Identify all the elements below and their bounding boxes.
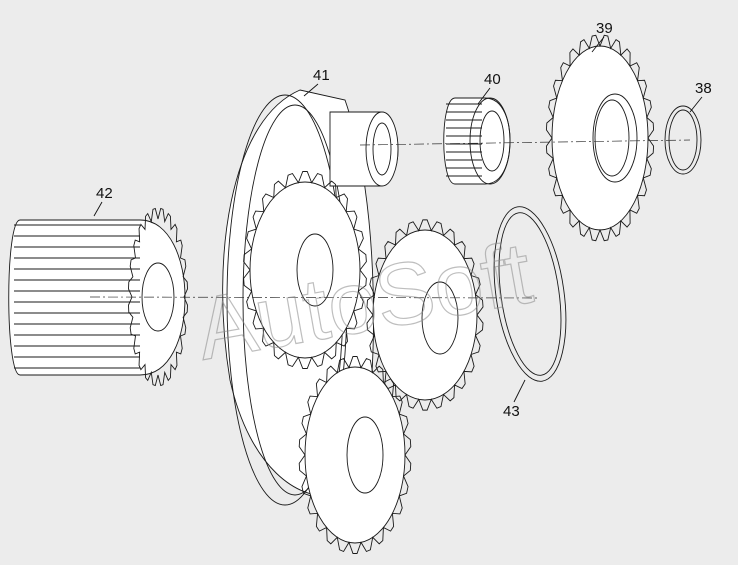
callout-40: 40 [484, 71, 501, 88]
center-axes [89, 139, 691, 299]
callout-38: 38 [695, 80, 712, 97]
callout-39: 39 [596, 20, 613, 37]
gear-teeth-outline [243, 171, 367, 369]
planet-gear-lower [298, 356, 412, 554]
part-42-sun-gear [8, 207, 188, 387]
gear-teeth-outline [298, 356, 412, 554]
leader-43 [513, 379, 526, 403]
part-40-bearing [443, 97, 511, 185]
callout-43: 43 [503, 403, 520, 420]
gear-teeth-outline [545, 34, 655, 242]
leader-42 [93, 201, 103, 217]
callout-41: 41 [313, 67, 330, 84]
planet-gear-upper [243, 171, 367, 369]
callouts: 39 40 38 41 42 43 [93, 20, 712, 420]
leader-40 [477, 87, 491, 105]
part-43-ring [493, 206, 567, 382]
part-39-spur-gear [545, 34, 655, 242]
gear-teeth-outline [366, 219, 484, 411]
leader-38 [689, 96, 703, 113]
leader-41 [303, 83, 319, 97]
planet-gear-middle [366, 219, 484, 411]
leader-39 [591, 36, 605, 53]
callout-42: 42 [96, 185, 113, 202]
